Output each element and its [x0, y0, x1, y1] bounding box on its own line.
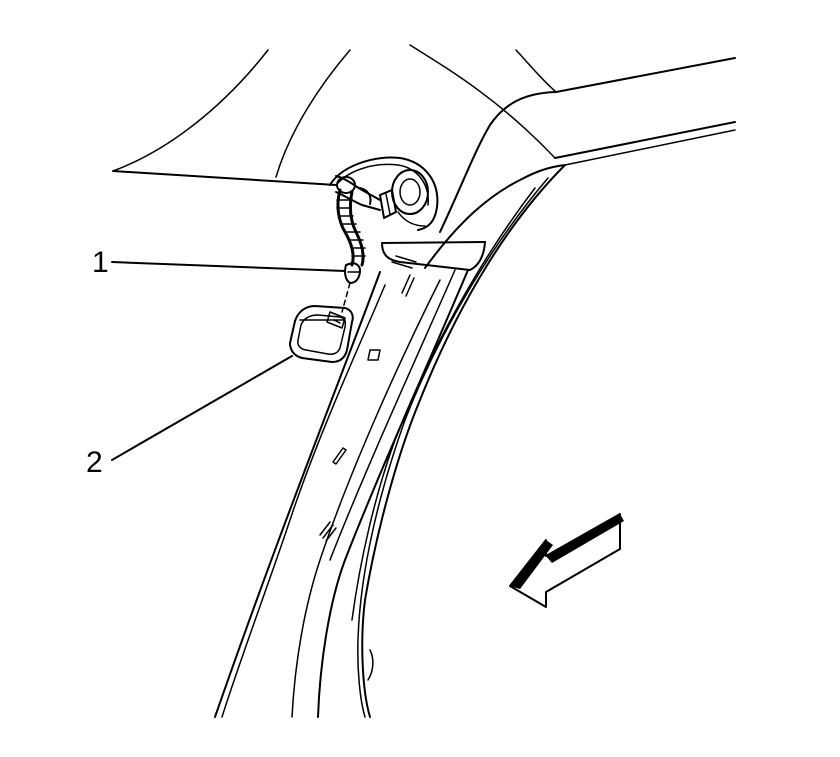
- roof-rail: [424, 57, 736, 269]
- front-direction-arrow-icon: [509, 513, 624, 608]
- lamp-housing: [329, 156, 439, 231]
- callout-leaders: [111, 261, 346, 461]
- leader-2: [111, 355, 293, 461]
- headliner-outline: [112, 44, 557, 186]
- lamp-lens: [289, 305, 354, 363]
- wiring-harness: [336, 188, 366, 313]
- leader-1: [111, 261, 346, 272]
- callout-2-label: 2: [86, 446, 103, 479]
- lamp-bezel-housing: [381, 241, 486, 271]
- callout-1-label: 1: [92, 246, 109, 279]
- pillar-trim: [214, 164, 566, 718]
